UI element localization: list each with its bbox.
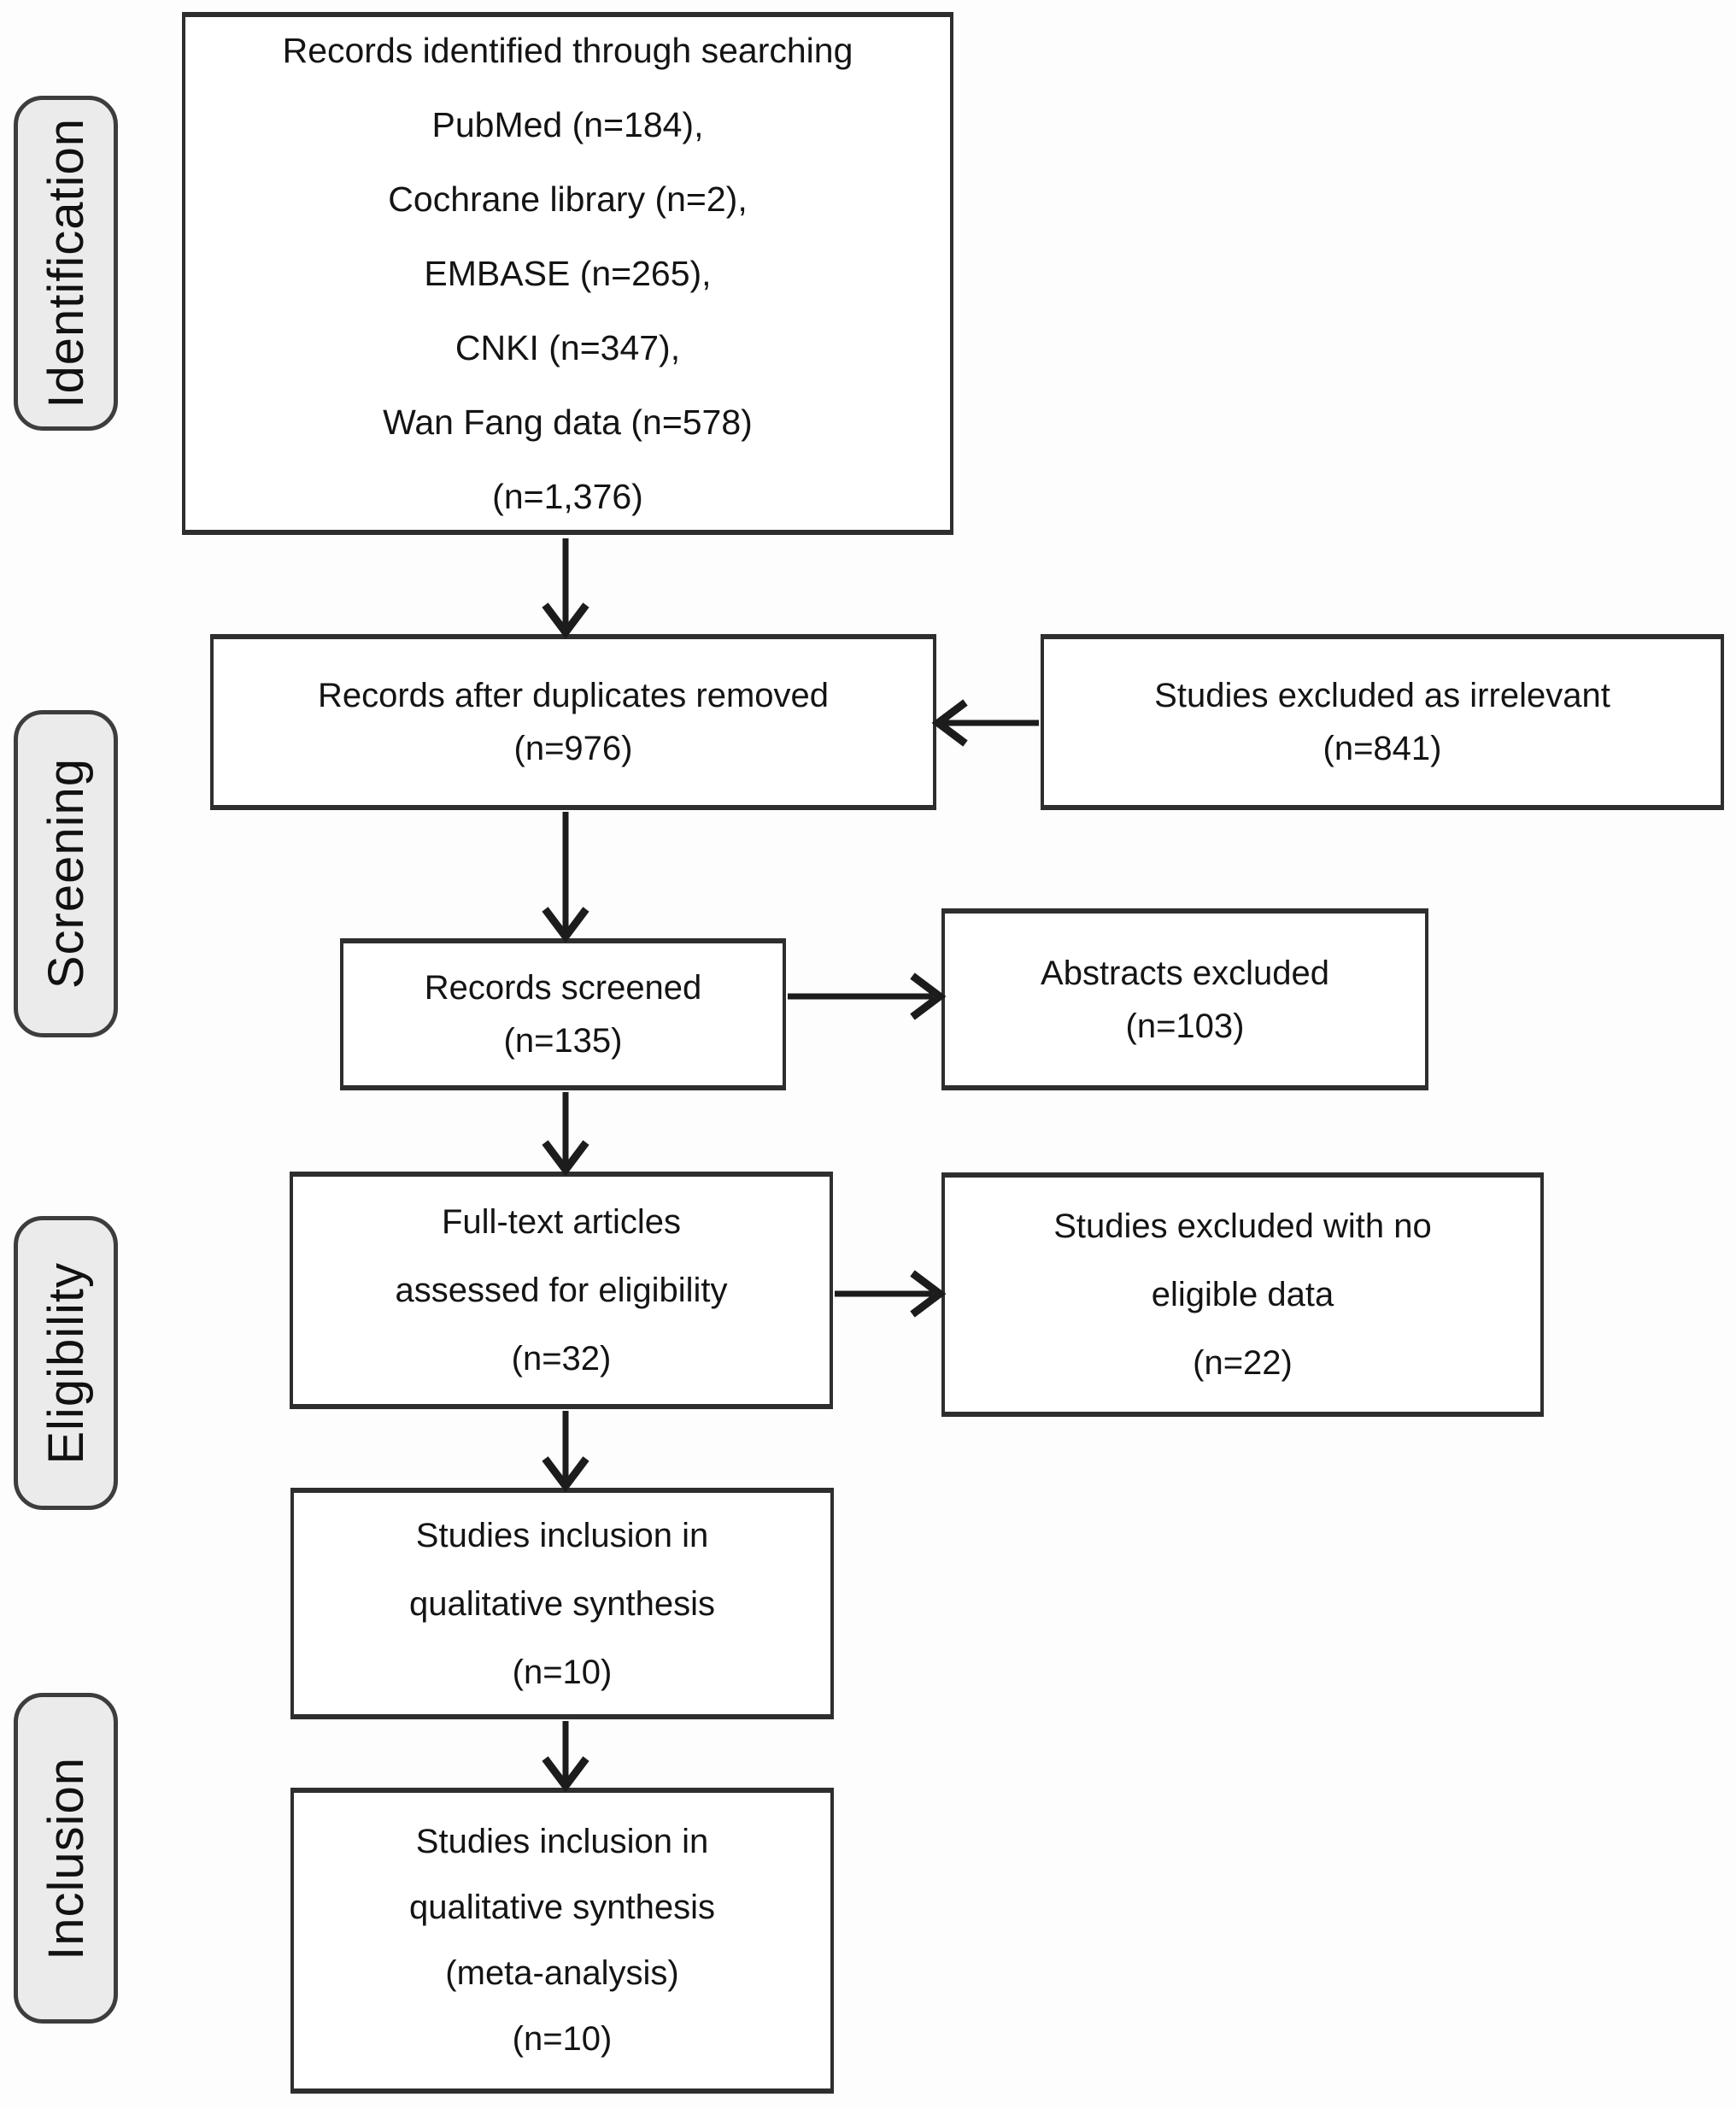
stage-label-screening: Screening [14, 710, 118, 1037]
box-records-screened: Records screened (n=135) [340, 938, 786, 1090]
box-excluded-irrelevant: Studies excluded as irrelevant (n=841) [1041, 634, 1724, 810]
box-excluded-no-eligible-data: Studies excluded with no eligible data (… [941, 1172, 1544, 1417]
box-text-line: (n=22) [1193, 1344, 1293, 1382]
box-text-line: Studies inclusion in [415, 1823, 709, 1860]
box-text-line: Full-text articles [441, 1203, 682, 1241]
box-text-line: (n=135) [503, 1022, 623, 1060]
box-meta-analysis: Studies inclusion in qualitative synthes… [290, 1788, 834, 2094]
box-text-line: Studies excluded as irrelevant [1154, 677, 1610, 714]
box-text-line: qualitative synthesis [409, 1584, 715, 1623]
box-abstracts-excluded: Abstracts excluded (n=103) [941, 908, 1428, 1090]
arrow-identified-to-duplicates [542, 538, 589, 639]
box-text-line: (n=10) [512, 1653, 613, 1691]
box-text-line: assessed for eligibility [395, 1272, 728, 1309]
box-text-line: Wan Fang data (n=578) [383, 402, 753, 442]
box-text-line: Cochrane library (n=2), [388, 179, 748, 219]
box-text-line: (n=32) [511, 1340, 612, 1378]
stage-label-inclusion: Inclusion [14, 1693, 118, 2024]
arrow-screened-to-fulltext [542, 1092, 589, 1177]
box-text-line: (n=976) [513, 730, 633, 767]
box-text-line: (n=1,376) [492, 476, 643, 516]
box-text-line: qualitative synthesis [409, 1889, 715, 1926]
stage-label-identification: Identification [14, 96, 118, 431]
box-text-line: CNKI (n=347), [455, 327, 681, 367]
box-qualitative-synthesis: Studies inclusion in qualitative synthes… [290, 1488, 834, 1719]
box-text-line: Records after duplicates removed [317, 677, 830, 714]
box-text-line: Records screened [424, 969, 702, 1007]
arrow-screened-to-abstracts-excluded [788, 972, 947, 1020]
box-text-line: (meta-analysis) [445, 1954, 679, 1992]
box-text-line: eligible data [1151, 1276, 1334, 1313]
box-text-line: Records identified through searching [282, 30, 853, 70]
box-text-line: Abstracts excluded [1041, 954, 1329, 992]
box-duplicates-removed: Records after duplicates removed (n=976) [210, 634, 936, 810]
box-text-line: (n=10) [512, 2020, 613, 2058]
stage-label-eligibility: Eligibility [14, 1216, 118, 1510]
arrow-fulltext-to-excluded-no-data [835, 1270, 947, 1318]
arrow-duplicates-to-screened [542, 812, 589, 943]
box-text-line: (n=841) [1323, 730, 1442, 767]
box-fulltext-assessed: Full-text articles assessed for eligibil… [290, 1172, 833, 1409]
box-text-line: (n=103) [1125, 1007, 1245, 1045]
arrow-irrelevant-to-duplicates [931, 699, 1039, 747]
box-text-line: Studies excluded with no [1053, 1207, 1432, 1245]
box-text-line: PubMed (n=184), [431, 104, 704, 144]
box-records-identified: Records identified through searching Pub… [182, 12, 953, 535]
box-text-line: EMBASE (n=265), [424, 253, 712, 293]
arrow-qualitative-to-meta-analysis [542, 1721, 589, 1793]
arrow-fulltext-to-qualitative [542, 1411, 589, 1493]
box-text-line: Studies inclusion in [415, 1516, 709, 1554]
